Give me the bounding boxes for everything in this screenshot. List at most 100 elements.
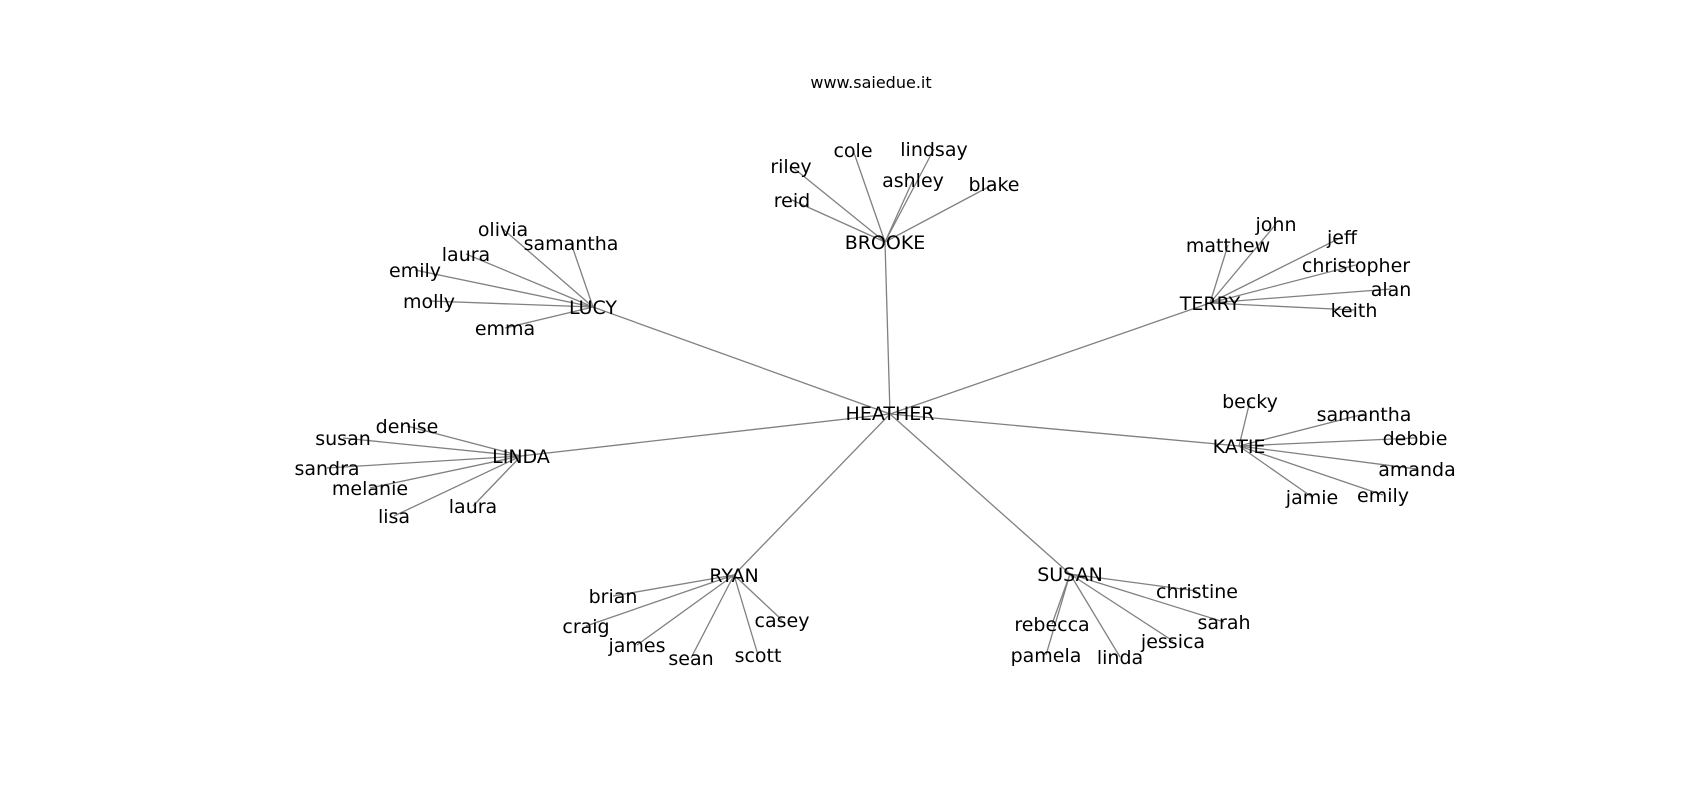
edge-hub-to-leaf — [326, 455, 522, 469]
edge-hub-to-leaf — [1238, 413, 1365, 447]
edge-hub-to-leaf — [1238, 445, 1384, 496]
leaf-node-label: james — [607, 635, 665, 657]
edge-hub-to-leaf — [884, 183, 995, 243]
edge-hub-to-leaf — [791, 199, 886, 243]
leaf-node-label: laura — [449, 496, 497, 518]
leaf-node-label: jessica — [1140, 631, 1205, 653]
leaf-node-label: john — [1255, 214, 1297, 236]
leaf-node-label: christopher — [1302, 255, 1410, 277]
leaf-node-label: linda — [1097, 647, 1143, 669]
edge-hub-to-leaf — [1209, 244, 1229, 304]
leaf-node-label: melanie — [332, 478, 408, 500]
leaf-node-label: becky — [1222, 391, 1278, 413]
leaf-node-label: emily — [1357, 485, 1409, 507]
edge-hub-to-leaf — [585, 574, 735, 627]
edge-hub-to-leaf — [1209, 223, 1277, 304]
edges — [326, 148, 1418, 659]
leaf-node-label: casey — [755, 610, 810, 632]
leaf-node-label: lindsay — [900, 139, 967, 161]
leaf-node-label: sandra — [294, 458, 359, 480]
leaf-node-label: lisa — [378, 506, 410, 528]
edge-hub-to-leaf — [1069, 573, 1225, 623]
leaf-node-label: denise — [376, 416, 439, 438]
edge-hub-to-leaf — [342, 437, 522, 457]
leaf-node-label: samantha — [1317, 404, 1412, 426]
leaf-node-label: molly — [403, 291, 455, 313]
hub-node-label: SUSAN — [1037, 564, 1103, 586]
edge-center-to-hub — [889, 302, 1211, 415]
edge-hub-to-leaf — [884, 179, 914, 243]
edge-hub-to-leaf — [1069, 573, 1121, 658]
hub-node-label: TERRY — [1179, 293, 1241, 315]
leaf-node-label: scott — [735, 645, 782, 667]
leaf-node-label: emma — [475, 318, 535, 340]
edge-hub-to-leaf — [1209, 236, 1343, 304]
leaf-node-label: susan — [315, 428, 371, 450]
edge-center-to-hub — [889, 413, 1240, 447]
edge-hub-to-leaf — [1209, 288, 1392, 304]
edge-hub-to-leaf — [1045, 573, 1071, 656]
leaf-node-label: olivia — [478, 219, 528, 241]
edge-hub-to-leaf — [884, 148, 935, 243]
edge-center-to-hub — [884, 241, 891, 415]
edge-hub-to-leaf — [406, 425, 522, 457]
hub-node-label: KATIE — [1213, 436, 1266, 458]
leaf-node-label: cole — [833, 140, 872, 162]
leaf-node-label: craig — [562, 616, 609, 638]
edge-hub-to-leaf — [733, 574, 759, 656]
edge-hub-to-leaf — [428, 300, 594, 308]
leaf-node-label: keith — [1331, 300, 1378, 322]
edge-hub-to-leaf — [790, 165, 886, 243]
edge-hub-to-leaf — [1069, 573, 1198, 592]
edge-hub-to-leaf — [1238, 400, 1251, 447]
edge-hub-to-leaf — [414, 269, 594, 308]
leaf-node-label: rebecca — [1014, 614, 1089, 636]
edge-hub-to-leaf — [690, 574, 735, 659]
edge-hub-to-leaf — [852, 149, 886, 243]
leaf-node-label: alan — [1371, 279, 1412, 301]
hub-node-label: LUCY — [569, 297, 617, 319]
leaf-node-label: reid — [774, 190, 810, 212]
edge-hub-to-leaf — [1209, 302, 1355, 311]
leaf-node-label: riley — [770, 156, 811, 178]
edge-center-to-hub — [520, 413, 891, 457]
leaf-node-label: sean — [668, 648, 713, 670]
leaf-node-label: ashley — [882, 170, 944, 192]
center-node-label: HEATHER — [846, 403, 935, 425]
leaf-node-label: debbie — [1383, 428, 1448, 450]
leaf-node-label: laura — [442, 244, 490, 266]
edge-hub-to-leaf — [733, 574, 783, 621]
edge-hub-to-leaf — [1238, 445, 1418, 470]
edge-hub-to-leaf — [465, 253, 594, 308]
edge-hub-to-leaf — [1238, 437, 1416, 447]
hub-node-label: LINDA — [492, 446, 550, 468]
diagram-title: www.saiedue.it — [810, 73, 931, 92]
leaf-node-label: pamela — [1011, 645, 1082, 667]
leaf-node-label: amanda — [1378, 459, 1456, 481]
edge-hub-to-leaf — [1069, 573, 1174, 642]
edge-center-to-hub — [733, 413, 891, 576]
leaf-node-label: brian — [589, 586, 638, 608]
edge-hub-to-leaf — [472, 455, 522, 507]
leaf-node-label: samantha — [524, 233, 619, 255]
edge-hub-to-leaf — [504, 306, 594, 329]
edge-hub-to-leaf — [570, 242, 594, 308]
edge-hub-to-leaf — [636, 574, 735, 646]
edge-center-to-hub — [592, 306, 891, 415]
edge-hub-to-leaf — [1209, 264, 1357, 304]
edge-hub-to-leaf — [612, 574, 735, 597]
leaf-node-label: jeff — [1326, 227, 1358, 249]
edge-hub-to-leaf — [502, 228, 594, 308]
hub-node-label: BROOKE — [845, 232, 926, 254]
leaf-node-label: blake — [969, 174, 1020, 196]
node-labels: www.saiedue.it HEATHER cole lindsay riley a… — [294, 73, 1455, 670]
leaf-node-label: christine — [1156, 581, 1238, 603]
edge-center-to-hub — [889, 413, 1071, 575]
edge-hub-to-leaf — [369, 455, 522, 489]
leaf-node-label: emily — [389, 260, 441, 282]
leaf-node-label: jamie — [1285, 487, 1338, 509]
hub-node-label: RYAN — [709, 565, 758, 587]
edge-hub-to-leaf — [393, 455, 522, 517]
edge-hub-to-leaf — [1238, 445, 1313, 498]
